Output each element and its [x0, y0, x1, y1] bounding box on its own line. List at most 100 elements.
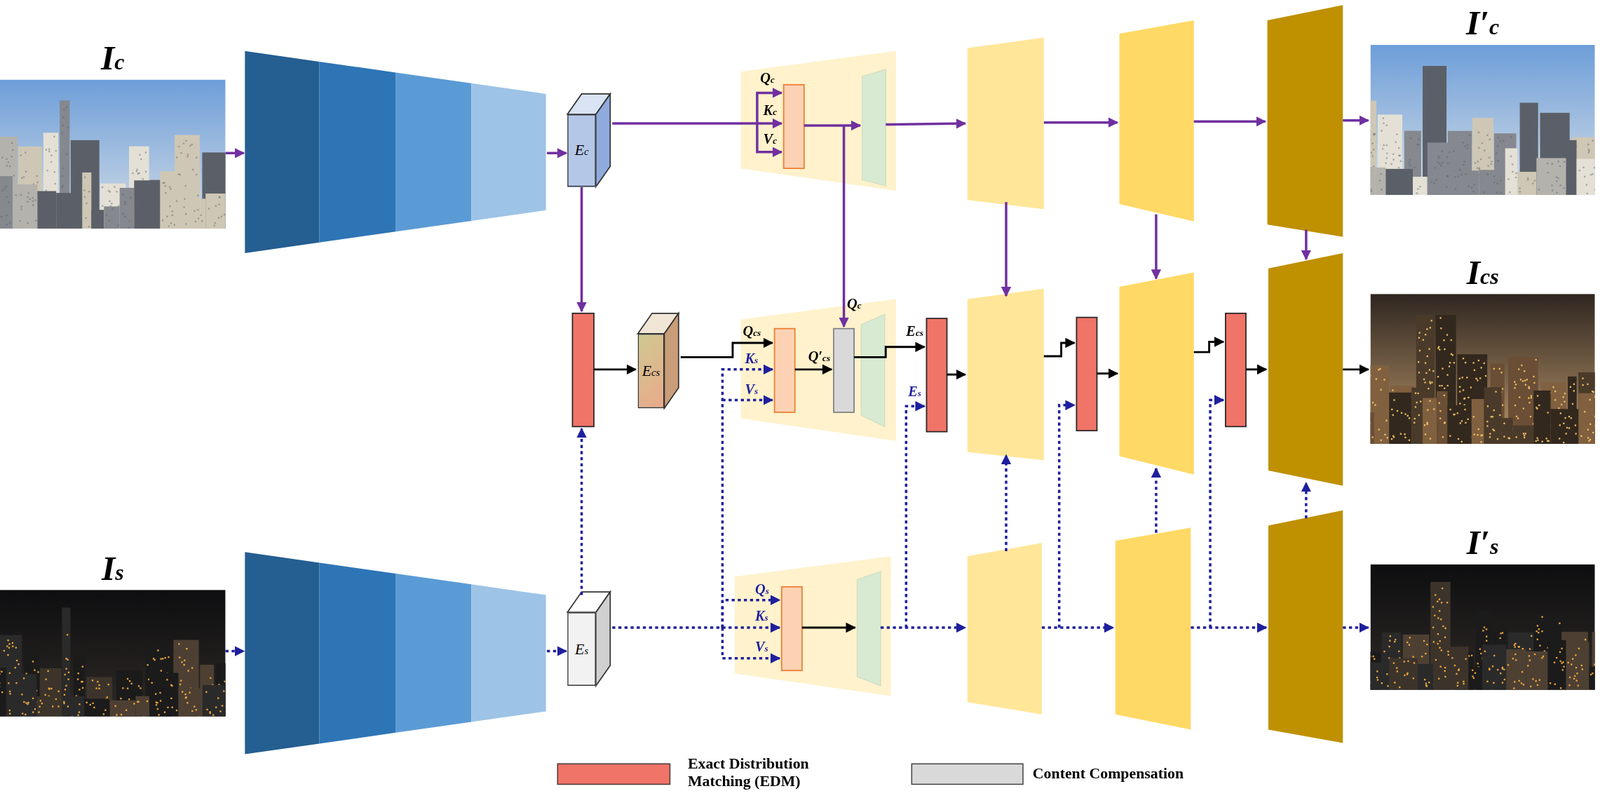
window — [1485, 635, 1488, 638]
window — [1513, 380, 1516, 383]
window — [44, 220, 47, 223]
window — [1473, 183, 1475, 186]
building — [1417, 663, 1434, 690]
window — [64, 206, 66, 209]
window — [91, 679, 94, 681]
window — [184, 693, 186, 695]
window — [1488, 668, 1490, 671]
window — [1501, 631, 1504, 634]
window — [1529, 123, 1532, 125]
window — [1457, 669, 1460, 671]
window — [208, 710, 211, 713]
window — [1447, 650, 1449, 653]
window — [65, 208, 67, 210]
window — [1522, 112, 1524, 114]
window — [50, 154, 52, 156]
window — [86, 701, 88, 704]
window — [1461, 376, 1464, 378]
window — [1389, 635, 1392, 637]
window — [1419, 331, 1421, 334]
window — [32, 204, 34, 206]
window — [1461, 419, 1463, 422]
content-flow-arrow — [225, 152, 244, 155]
window — [159, 692, 161, 694]
attention-box — [783, 84, 805, 169]
window — [1503, 436, 1505, 438]
window — [1452, 413, 1455, 416]
window — [188, 692, 191, 694]
window — [1511, 171, 1514, 173]
window — [6, 223, 8, 226]
building — [1370, 412, 1375, 444]
window — [68, 204, 70, 206]
window — [1520, 378, 1522, 381]
window — [20, 154, 22, 156]
window — [1499, 140, 1502, 142]
window — [1441, 367, 1443, 369]
window — [175, 156, 178, 158]
photo — [0, 79, 226, 229]
window — [179, 683, 181, 686]
window — [60, 215, 63, 217]
window — [119, 697, 122, 700]
window — [1591, 672, 1593, 674]
window — [1557, 128, 1559, 130]
building — [1501, 417, 1514, 444]
window — [57, 705, 59, 707]
window — [9, 222, 11, 224]
stylized-flow-arrow — [1043, 342, 1075, 357]
window — [1515, 415, 1518, 418]
window — [121, 687, 124, 689]
window — [218, 203, 220, 205]
window — [1480, 652, 1482, 655]
window — [1594, 395, 1596, 397]
window — [1559, 165, 1561, 167]
window — [1499, 368, 1501, 370]
window — [1555, 192, 1558, 194]
window — [1514, 645, 1516, 648]
window — [1426, 328, 1428, 330]
window — [1408, 161, 1410, 164]
window — [191, 666, 193, 669]
window — [214, 183, 216, 186]
window — [147, 205, 150, 207]
window — [1536, 638, 1539, 641]
window — [62, 116, 64, 118]
window — [78, 710, 80, 713]
window — [1437, 617, 1439, 619]
window — [197, 217, 200, 219]
window — [1414, 405, 1417, 408]
window — [1456, 412, 1459, 414]
building — [1468, 666, 1482, 690]
window — [1459, 386, 1461, 388]
window — [1426, 116, 1428, 118]
building — [82, 172, 92, 229]
window — [1549, 682, 1551, 684]
window — [11, 149, 14, 151]
window — [89, 703, 92, 706]
window — [1370, 681, 1372, 683]
window — [18, 220, 21, 222]
window — [1433, 408, 1435, 410]
window — [1380, 439, 1382, 442]
decoder-block — [967, 37, 1044, 210]
window — [1517, 417, 1519, 419]
window — [1501, 666, 1504, 669]
decoder-block — [967, 542, 1042, 715]
window — [1371, 142, 1373, 144]
window — [1480, 158, 1482, 160]
building — [1566, 641, 1590, 690]
window — [1426, 113, 1428, 115]
window — [1412, 655, 1414, 657]
style-flow-arrow — [905, 405, 925, 628]
window — [1412, 677, 1415, 679]
window — [7, 201, 10, 203]
window — [61, 185, 64, 187]
window — [1569, 386, 1572, 388]
window — [1573, 678, 1575, 680]
window — [1589, 423, 1591, 425]
window — [1515, 436, 1518, 438]
window — [195, 708, 198, 711]
window — [1529, 126, 1532, 129]
window — [121, 213, 124, 215]
